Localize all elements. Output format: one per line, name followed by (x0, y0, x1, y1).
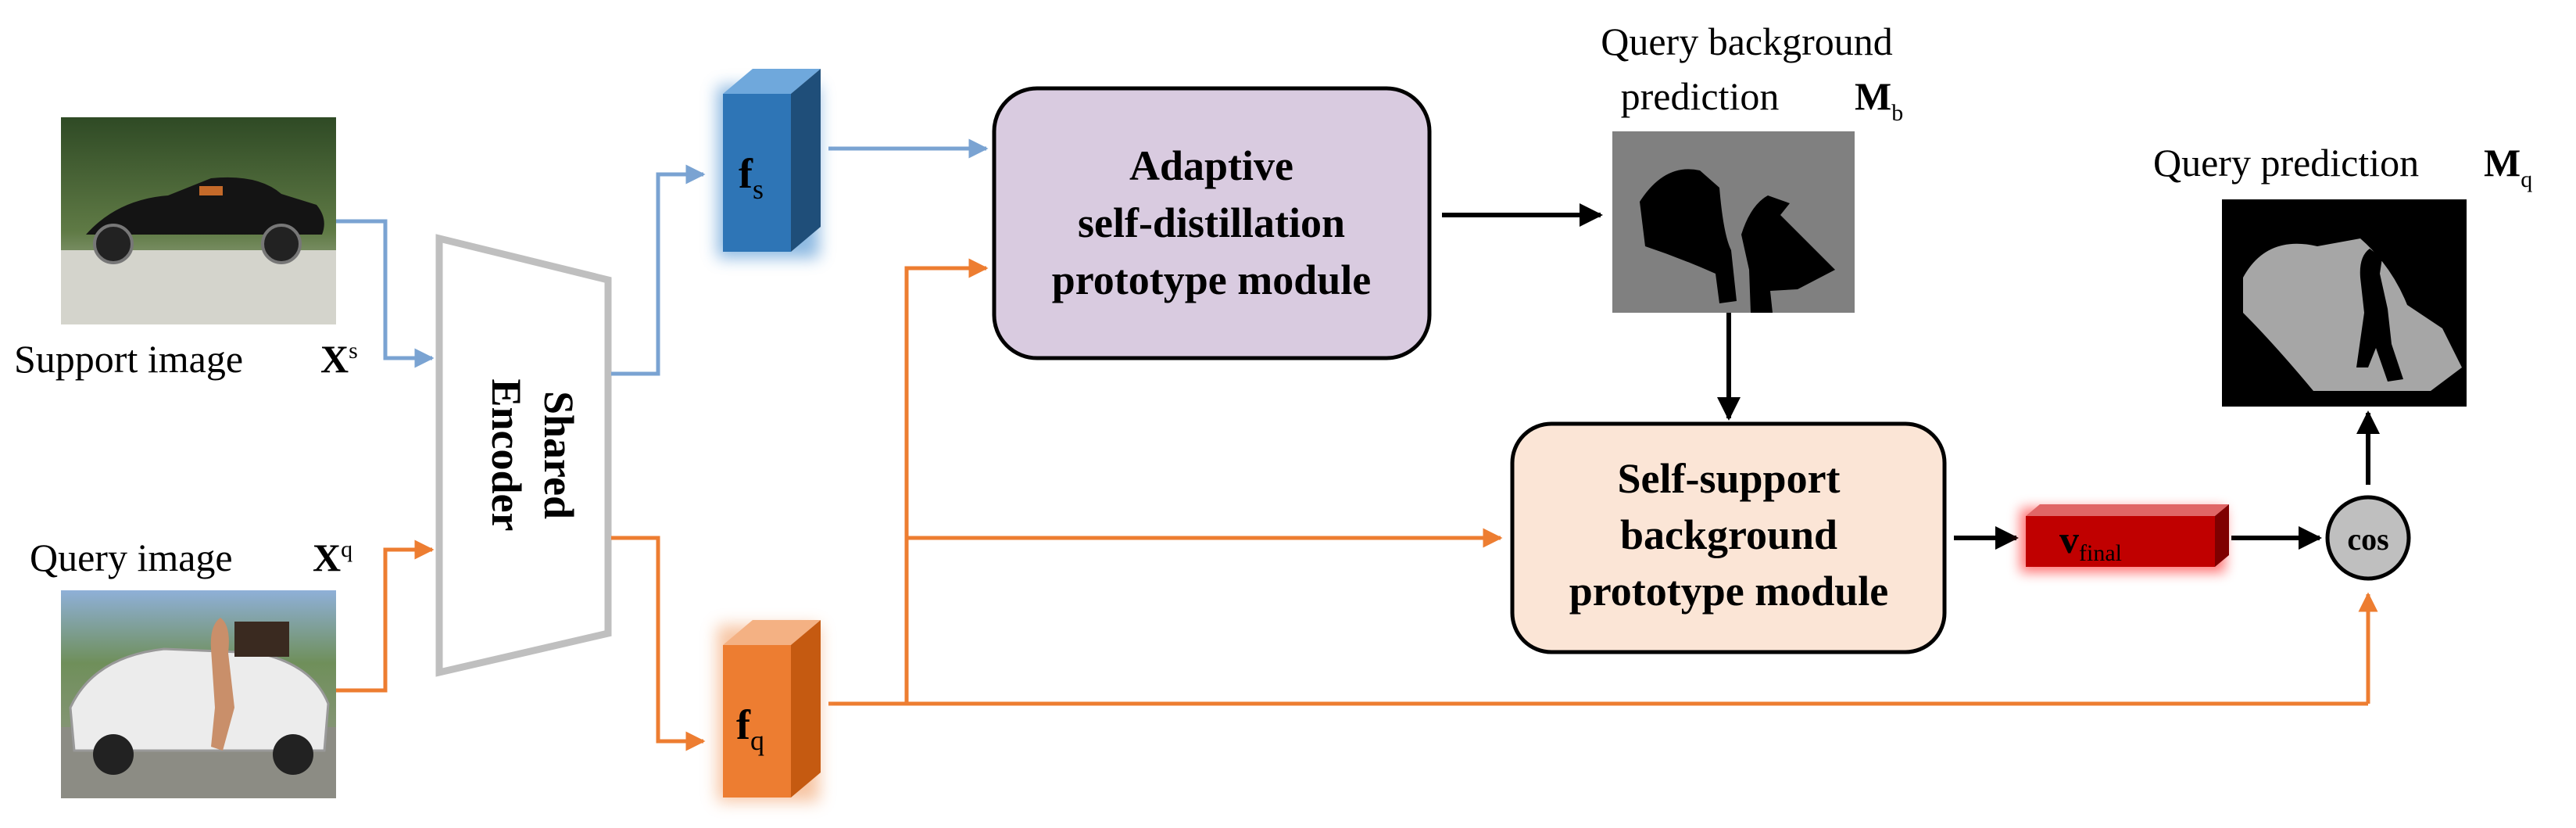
q-sub: q (2521, 167, 2532, 192)
selfsupport-module: Self-support background prototype module (1510, 421, 1947, 654)
adaptive-module: Adaptive self-distillation prototype mod… (992, 86, 1432, 360)
shared-encoder: Shared Encoder (435, 234, 612, 677)
fq-to-adaptive-arrow (904, 258, 989, 704)
svg-text:Xs: Xs (320, 337, 358, 381)
q-symbol: M (2484, 141, 2521, 185)
fq-sub: q (750, 725, 764, 756)
selfsupport-line1: Self-support (1617, 455, 1840, 502)
cos-operator: cos (2325, 495, 2411, 581)
q-prediction-mask (2222, 199, 2467, 407)
encoder-to-fs-arrow (611, 164, 706, 376)
svg-text:vfinal: vfinal (2059, 518, 2122, 566)
support-sup: s (349, 338, 358, 364)
bg-pred-line1: Query background (1601, 20, 1893, 63)
q-prediction-caption: Query prediction Mq (2153, 141, 2532, 192)
query-arrows (336, 258, 2378, 751)
query-image (61, 590, 336, 798)
fq-feature-block: fq (717, 620, 821, 801)
encoder-label-line2: Encoder (483, 379, 530, 532)
vfinal-sub: final (2079, 540, 2122, 566)
svg-text:Mb: Mb (1855, 74, 1903, 126)
vfinal-block: vfinal (2020, 504, 2229, 572)
query-image-caption: Query image Xq (30, 536, 352, 579)
adaptive-line2: self-distillation (1078, 199, 1345, 246)
bg-symbol: M (1855, 74, 1891, 118)
svg-text:Xq: Xq (313, 536, 352, 579)
svg-text:Mq: Mq (2484, 141, 2532, 192)
support-image-caption: Support image Xs (14, 337, 358, 381)
query-sup: q (341, 536, 352, 562)
fs-sub: s (753, 174, 764, 205)
support-arrows (336, 138, 989, 376)
encoder-label-line1: Shared (535, 391, 582, 519)
support-image (61, 117, 336, 324)
adaptive-line3: prototype module (1052, 256, 1372, 303)
black-arrows (1442, 203, 2380, 550)
fs-feature-block: fs (717, 69, 821, 258)
bg-prediction-caption: Query background prediction Mb (1601, 20, 1903, 126)
fs-symbol: f (739, 150, 753, 197)
svg-text:fs: fs (739, 150, 764, 205)
adaptive-line1: Adaptive (1129, 142, 1293, 189)
svg-text:fq: fq (736, 701, 764, 756)
encoder-to-fq-arrow (611, 536, 706, 751)
vfinal-symbol: v (2059, 518, 2079, 561)
bg-pred-line2: prediction (1621, 74, 1780, 118)
fq-symbol: f (736, 701, 751, 748)
support-image-label: Support image (14, 337, 243, 381)
support-symbol: X (320, 337, 349, 381)
query-symbol: X (313, 536, 341, 579)
selfsupport-line3: prototype module (1569, 568, 1889, 615)
support-to-encoder-arrow (336, 219, 435, 368)
query-to-encoder-arrow (336, 539, 435, 693)
q-pred-label: Query prediction (2153, 141, 2419, 185)
bg-sub: b (1891, 100, 1903, 126)
query-image-label: Query image (30, 536, 233, 579)
cos-label: cos (2347, 522, 2388, 557)
selfsupport-line2: background (1620, 511, 1837, 558)
bg-prediction-mask (1612, 131, 1855, 313)
